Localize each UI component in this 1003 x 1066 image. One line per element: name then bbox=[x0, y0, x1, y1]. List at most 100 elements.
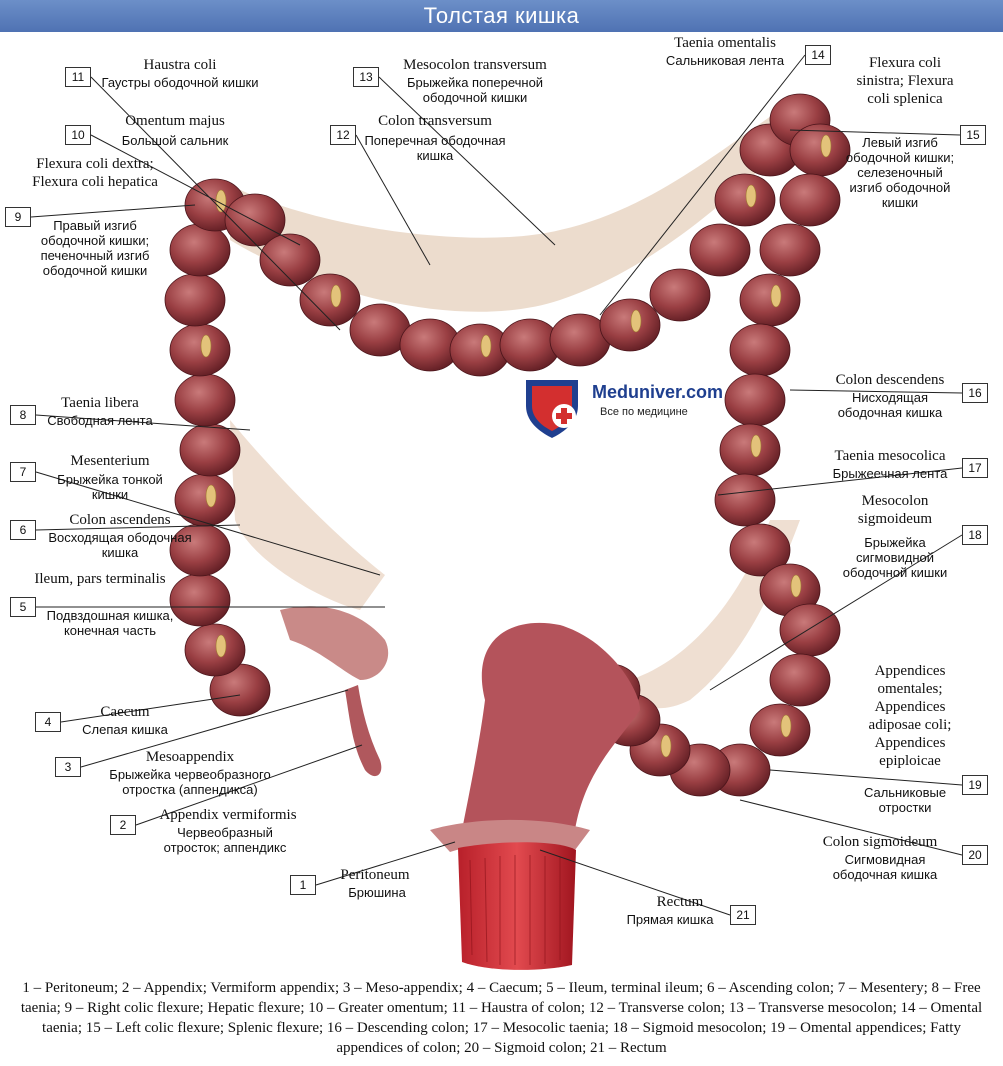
russian-term-7: Брыжейка тонкой кишки bbox=[57, 472, 163, 502]
russian-term-21: Прямая кишка bbox=[626, 912, 714, 927]
russian-term-19: Сальниковые отростки bbox=[863, 785, 947, 815]
leader-line-9 bbox=[30, 204, 196, 218]
russian-term-8: Свободная лента bbox=[47, 413, 153, 428]
fatty-appendix bbox=[770, 284, 782, 308]
haustrum bbox=[689, 223, 751, 277]
leader-line-10 bbox=[90, 134, 301, 246]
fatty-appendix bbox=[820, 134, 832, 158]
fatty-appendix bbox=[780, 714, 792, 738]
haustrum bbox=[169, 573, 231, 627]
label-number-12: 12 bbox=[330, 125, 356, 145]
label-number-13: 13 bbox=[353, 67, 379, 87]
label-number-15: 15 bbox=[960, 125, 986, 145]
haustrum bbox=[749, 703, 811, 757]
label-number-14: 14 bbox=[805, 45, 831, 65]
latin-term-10: Omentum majus bbox=[125, 113, 225, 129]
label-number-5: 5 bbox=[10, 597, 36, 617]
russian-term-20: Сигмовидная ободочная кишка bbox=[832, 852, 938, 882]
haustrum bbox=[649, 268, 711, 322]
leader-line-2 bbox=[135, 744, 363, 826]
russian-term-6: Восходящая ободочная кишка bbox=[48, 530, 192, 560]
haustrum bbox=[174, 373, 236, 427]
latin-term-15: Flexura coli sinistra; Flexura coli sple… bbox=[856, 55, 954, 107]
latin-term-5: Ileum, pars terminalis bbox=[34, 571, 166, 587]
leader-line-20 bbox=[739, 799, 963, 856]
russian-term-16: Нисходящая ободочная кишка bbox=[837, 390, 943, 420]
label-number-9: 9 bbox=[5, 207, 31, 227]
fatty-appendix bbox=[660, 734, 672, 758]
logo-tagline: Все по медицине bbox=[600, 406, 688, 418]
russian-term-11: Гаустры ободочной кишки bbox=[101, 75, 259, 90]
latin-term-4: Caecum bbox=[100, 704, 150, 720]
label-number-10: 10 bbox=[65, 125, 91, 145]
haustrum bbox=[599, 298, 661, 352]
leader-line-15 bbox=[789, 129, 961, 136]
label-number-3: 3 bbox=[55, 757, 81, 777]
page-title: Толстая кишка bbox=[0, 0, 1003, 32]
fatty-appendix bbox=[790, 574, 802, 598]
haustrum bbox=[164, 273, 226, 327]
latin-term-21: Rectum bbox=[656, 894, 704, 910]
latin-term-7: Mesenterium bbox=[70, 453, 150, 469]
haustrum bbox=[184, 623, 246, 677]
leader-line-18 bbox=[709, 534, 963, 691]
leader-line-21 bbox=[539, 849, 731, 916]
russian-term-3: Брыжейка червеобразного отростка (аппенд… bbox=[109, 767, 271, 797]
haustrum bbox=[179, 423, 241, 477]
fatty-appendix bbox=[205, 484, 217, 508]
label-number-18: 18 bbox=[962, 525, 988, 545]
latin-term-1: Peritoneum bbox=[340, 867, 410, 883]
fatty-appendix bbox=[745, 184, 757, 208]
label-number-11: 11 bbox=[65, 67, 91, 87]
latin-term-11: Haustra coli bbox=[143, 57, 217, 73]
haustrum bbox=[759, 223, 821, 277]
leader-line-8 bbox=[35, 414, 251, 431]
haustrum bbox=[299, 273, 361, 327]
leader-line-19 bbox=[769, 769, 963, 786]
haustrum bbox=[729, 323, 791, 377]
logo-name: Meduniver.com bbox=[592, 382, 724, 402]
haustrum bbox=[714, 173, 776, 227]
label-number-16: 16 bbox=[962, 383, 988, 403]
fatty-appendix bbox=[750, 434, 762, 458]
russian-term-10: Большой сальник bbox=[121, 133, 229, 148]
leader-line-14 bbox=[599, 54, 806, 316]
russian-term-13: Брыжейка поперечной ободочной кишки bbox=[406, 75, 544, 105]
latin-term-2: Appendix vermiformis bbox=[159, 807, 297, 823]
latin-term-3: Mesoappendix bbox=[145, 749, 235, 765]
latin-term-6: Colon ascendens bbox=[69, 512, 171, 528]
fatty-appendix bbox=[200, 334, 212, 358]
fatty-appendix bbox=[480, 334, 492, 358]
fatty-appendix bbox=[630, 309, 642, 333]
label-number-20: 20 bbox=[962, 845, 988, 865]
russian-term-12: Поперечная ободочная кишка bbox=[364, 133, 506, 163]
russian-term-18: Брыжейка сигмовидной ободочной кишки bbox=[842, 535, 948, 580]
latin-term-17: Taenia mesocolica bbox=[834, 448, 946, 464]
colon-illustration bbox=[30, 54, 963, 970]
fatty-appendix bbox=[330, 284, 342, 308]
russian-term-2: Червеобразный отросток; аппендикс bbox=[163, 825, 287, 855]
latin-term-18: Mesocolon sigmoideum bbox=[857, 493, 933, 527]
leader-line-4 bbox=[60, 694, 241, 723]
label-number-19: 19 bbox=[962, 775, 988, 795]
latin-term-8: Taenia libera bbox=[61, 395, 139, 411]
latin-term-19: Appendices omentales; Appendices adiposa… bbox=[868, 663, 952, 769]
label-number-8: 8 bbox=[10, 405, 36, 425]
haustrum bbox=[779, 603, 841, 657]
latin-term-16: Colon descendens bbox=[835, 372, 945, 388]
haustrum bbox=[169, 223, 231, 277]
haustrum bbox=[739, 273, 801, 327]
russian-term-9: Правый изгиб ободочной кишки; печеночный… bbox=[40, 218, 150, 278]
fatty-appendix bbox=[215, 634, 227, 658]
leader-line-17 bbox=[717, 467, 963, 496]
label-number-21: 21 bbox=[730, 905, 756, 925]
russian-term-14: Сальниковая лента bbox=[665, 53, 785, 68]
haustrum bbox=[779, 173, 841, 227]
latin-term-9: Flexura coli dextra; Flexura coli hepati… bbox=[32, 156, 158, 190]
russian-term-4: Слепая кишка bbox=[82, 722, 168, 737]
leader-line-13 bbox=[378, 76, 556, 246]
leader-line-11 bbox=[90, 76, 341, 331]
leader-line-1 bbox=[315, 841, 456, 886]
label-number-6: 6 bbox=[10, 520, 36, 540]
label-number-7: 7 bbox=[10, 462, 36, 482]
